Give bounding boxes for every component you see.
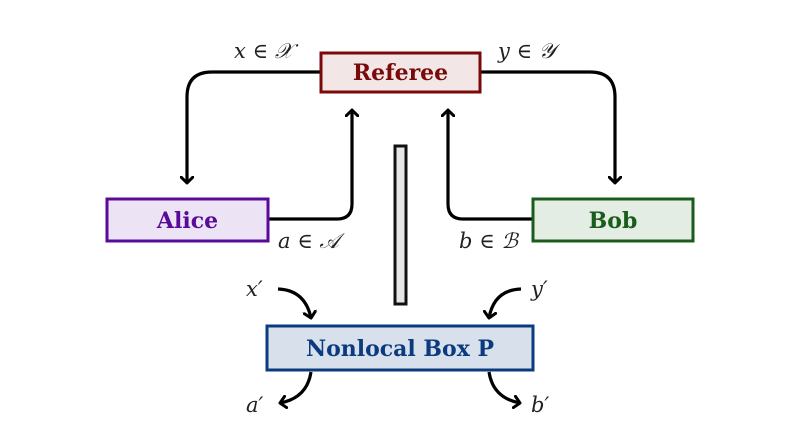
- edge-referee-to-bob: [480, 70, 615, 183]
- bob-label: Bob: [589, 208, 638, 234]
- label-x-in-X: x ∈ 𝒳: [234, 39, 299, 63]
- bob-node: Bob: [531, 197, 695, 243]
- edge-bob-to-referee: [448, 110, 533, 221]
- alice-node: Alice: [105, 197, 270, 243]
- referee-node: Referee: [319, 51, 482, 94]
- label-y-in-Y: y ∈ 𝒴: [497, 39, 561, 63]
- label-b-prime: b′: [531, 393, 549, 417]
- edge-yprime-to-box: [489, 287, 522, 318]
- barrier: [393, 144, 408, 306]
- nonlocal-box-label: Nonlocal Box P: [306, 336, 494, 362]
- label-y-prime: y′: [530, 277, 548, 301]
- label-a-in-A: a ∈ 𝒜: [278, 229, 345, 253]
- edge-box-to-bprime: [487, 371, 520, 403]
- label-a-prime: a′: [246, 393, 264, 417]
- edge-xprime-to-box: [277, 287, 311, 318]
- edge-alice-to-referee: [268, 110, 352, 221]
- edge-referee-to-alice: [187, 70, 320, 183]
- label-x-prime: x′: [246, 277, 263, 301]
- alice-label: Alice: [156, 208, 218, 234]
- edge-box-to-aprime: [280, 371, 313, 403]
- label-b-in-B: b ∈ ℬ: [459, 229, 519, 253]
- referee-label: Referee: [353, 60, 448, 86]
- nonlocal-box-node: Nonlocal Box P: [265, 324, 535, 372]
